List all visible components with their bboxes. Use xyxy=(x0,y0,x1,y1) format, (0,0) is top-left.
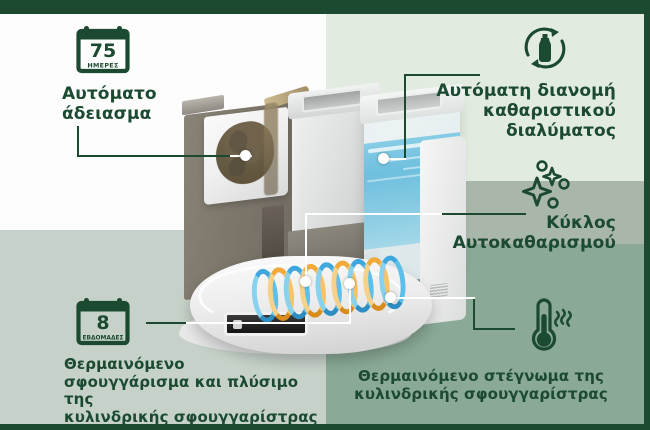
top-border-bar xyxy=(0,0,650,14)
connector-line-selfclean xyxy=(305,213,307,281)
connector-line-detergent xyxy=(404,74,480,76)
bottle-recycle-icon xyxy=(518,22,572,74)
right-border-bar xyxy=(644,0,650,430)
label-line: καθαριστικού xyxy=(482,101,616,122)
connector-line-detergent xyxy=(383,158,406,160)
label-line: Κύκλος xyxy=(546,213,616,233)
bottom-border-bar xyxy=(0,424,650,430)
label-heated-mopping: Θερμαινόμενο σφουγγάρισμα και πλύσιμο τη… xyxy=(64,355,332,427)
badge-number-75: 75 xyxy=(90,40,116,62)
label-heated-drying: Θερμαινόμενο στέγνωμα της κυλινδρικής σφ… xyxy=(338,367,624,403)
connector-dot-detergent xyxy=(378,153,389,164)
thermometer-icon xyxy=(520,298,576,356)
label-self-clean: Κύκλος Αυτοκαθαρισμού xyxy=(400,213,616,253)
label-line: Αυτόματη διανομή xyxy=(436,81,616,101)
label-auto-detergent: Αυτόματη διανομή καθαριστικού διαλύματος xyxy=(400,81,616,141)
connector-line-selfclean xyxy=(440,213,526,215)
label-line: κυλινδρικής σφουγγαρίστρας xyxy=(64,408,318,427)
connector-dot-selfclean xyxy=(300,276,311,287)
sparkle-icon xyxy=(516,158,578,216)
connector-dot-auto-empty xyxy=(240,150,251,161)
label-line: σφουγγάρισμα και πλύσιμο της xyxy=(64,372,299,409)
badge-number-8: 8 xyxy=(96,312,109,334)
connector-line-selfclean xyxy=(305,213,442,215)
calendar-icon-8-weeks: 8 ΕΒΔΟΜΑΔΕΣ xyxy=(76,296,130,346)
label-auto-empty: Αυτόματο άδειασμα xyxy=(62,84,242,124)
connector-line-auto-empty xyxy=(77,155,232,157)
robot-body xyxy=(190,254,432,354)
badge-unit-days: ΗΜΕΡΕΣ xyxy=(87,62,118,70)
connector-line-heated-mop xyxy=(349,283,351,324)
connector-line-detergent xyxy=(404,74,406,160)
label-line: Αυτόματο xyxy=(62,84,157,104)
brush-bristle-column xyxy=(264,102,278,196)
connector-line-heated-dry xyxy=(473,297,475,330)
connector-dot-heated-dry xyxy=(385,292,396,303)
connector-line-heated-mop xyxy=(146,322,188,324)
calendar-icon-75-days: 75 ΗΜΕΡΕΣ xyxy=(76,24,130,74)
robot-rim xyxy=(198,264,404,328)
connector-dot-heated-mop xyxy=(344,278,355,289)
connector-line-heated-dry xyxy=(473,328,515,330)
connector-line-heated-mop xyxy=(186,322,351,324)
label-line: κυλινδρικής σφουγγαρίστρας xyxy=(354,384,608,403)
label-line: Θερμαινόμενο στέγνωμα της xyxy=(358,367,604,385)
badge-unit-weeks: ΕΒΔΟΜΑΔΕΣ xyxy=(82,336,123,342)
connector-line-auto-empty xyxy=(77,126,79,157)
label-line: άδειασμα xyxy=(62,104,152,125)
label-line: Θερμαινόμενο xyxy=(64,355,185,373)
dock-vent-grille xyxy=(430,282,448,299)
product-illustration xyxy=(168,78,468,368)
robot-lid xyxy=(224,312,308,336)
connector-line-heated-dry xyxy=(390,297,475,299)
label-line: διαλύματος xyxy=(505,121,616,142)
label-line: Αυτοκαθαρισμού xyxy=(452,233,616,254)
